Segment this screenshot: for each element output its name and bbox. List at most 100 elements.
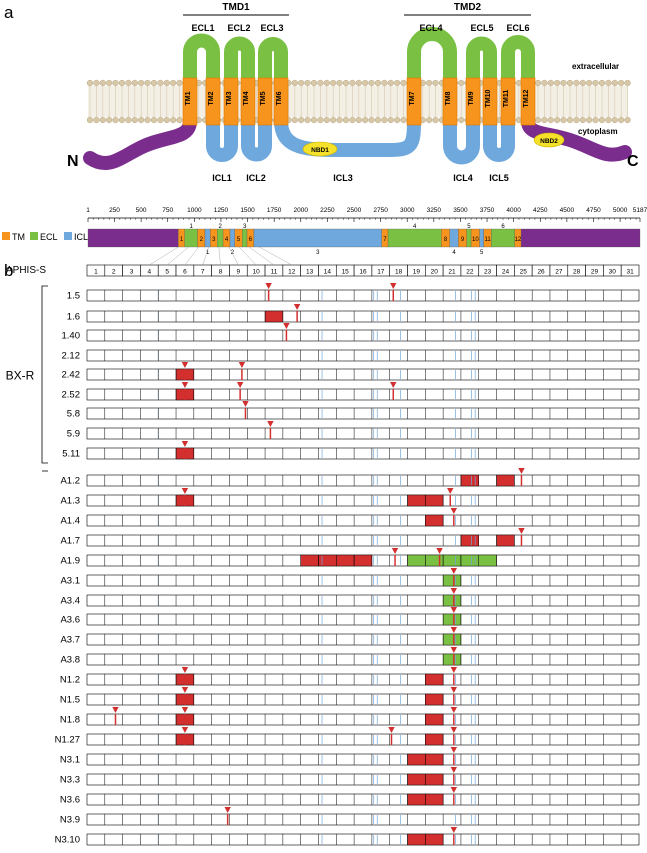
- c-terminus-label: C: [627, 153, 639, 170]
- lipid-head-inner: [566, 116, 574, 124]
- row-track: [86, 388, 640, 401]
- mutation-arrow: [450, 568, 458, 574]
- lipid-head-outer: [381, 79, 388, 87]
- legend-swatch: [30, 232, 38, 240]
- tm-helix-3: [223, 77, 239, 126]
- lipid-head-inner: [176, 116, 183, 124]
- mutation-arrow: [293, 304, 301, 310]
- mutation-arrow: [181, 441, 189, 447]
- segment-tm-label: 10: [472, 237, 479, 243]
- segment-tm-label: 3: [212, 237, 216, 243]
- segment-tm-label: 11: [484, 237, 491, 243]
- segment-icl-label: 5: [480, 250, 484, 256]
- connector-line: [149, 246, 179, 266]
- lipid-head-inner: [534, 116, 542, 124]
- row-label: N3.3: [60, 775, 80, 786]
- lipid-head-inner: [381, 116, 388, 124]
- lipid-head-outer: [566, 79, 574, 87]
- mutation-arrow: [181, 707, 189, 713]
- row-label: A1.3: [60, 496, 80, 507]
- tm-label: TM4: [243, 91, 250, 105]
- c-terminus: [521, 114, 632, 162]
- row-track: [86, 693, 640, 706]
- nbd2-domain: [533, 132, 565, 148]
- lipid-head-outer: [138, 79, 145, 87]
- lipid-head-outer: [330, 79, 337, 87]
- mutation-arrow: [242, 401, 249, 407]
- segment-ecl: [387, 228, 442, 248]
- segment-icl-label: 3: [316, 250, 320, 256]
- row-track: [86, 474, 640, 487]
- lipid-head-inner: [330, 116, 337, 124]
- mutation-arrow: [450, 687, 458, 693]
- axis-tick-label: 750: [162, 207, 173, 214]
- segment-icl: [449, 228, 459, 248]
- lipid-head-inner: [355, 116, 362, 124]
- exon-skip-red: [425, 713, 444, 726]
- exon-label: 2: [112, 269, 116, 276]
- ecl-label: ECL5: [470, 23, 493, 33]
- lipid-head-outer: [157, 79, 164, 87]
- row-label: A3.7: [60, 635, 80, 646]
- n-terminus: [83, 114, 197, 170]
- lipid-head-outer: [534, 79, 542, 87]
- row-label: 2.42: [62, 370, 81, 381]
- lipid-head-outer: [547, 79, 554, 87]
- exon-label: 23: [484, 269, 492, 276]
- exon-skip-red: [425, 773, 444, 786]
- mutation-arrow: [236, 382, 244, 388]
- lipid-head-outer: [310, 79, 318, 87]
- tm-helix-12: [520, 77, 536, 126]
- segment-icl: [229, 228, 235, 248]
- lipid-head-outer: [112, 79, 119, 87]
- axis-tick-label: 2000: [294, 207, 309, 214]
- mutation-arrow: [267, 421, 274, 427]
- exon-insert-green: [442, 594, 462, 607]
- row-track: [86, 407, 640, 420]
- segment-icl: [204, 228, 211, 248]
- row-track: [86, 329, 640, 342]
- lipid-head-outer: [176, 79, 183, 87]
- tm-label: TM6: [276, 91, 283, 105]
- ecl-loop-2: [224, 36, 255, 82]
- lipid-head-inner: [611, 116, 618, 124]
- row-label: N1.5: [60, 695, 80, 706]
- row-label: A1.7: [60, 536, 80, 547]
- segment-term: [87, 228, 179, 248]
- mutation-arrow: [450, 827, 458, 833]
- tm-label: TM10: [485, 89, 492, 107]
- axis-tick-label: 1750: [267, 207, 282, 214]
- exon-skip-red: [318, 554, 337, 567]
- axis-tick-label: 1250: [214, 207, 229, 214]
- axis-tick-label: 4000: [506, 207, 521, 214]
- segment-tm-label: 6: [249, 237, 253, 243]
- exon-insert-green: [442, 574, 462, 587]
- lipid-head-outer: [560, 79, 567, 87]
- exon-label: 16: [359, 269, 367, 276]
- row-track: [86, 813, 640, 826]
- tm-helix-11: [500, 77, 516, 126]
- exon-label: 7: [201, 269, 205, 276]
- groups: BX-RF1: [6, 0, 48, 472]
- segment-tm-label: 7: [383, 237, 387, 243]
- lipid-head-outer: [118, 79, 126, 87]
- legend-label: ECL: [40, 232, 58, 242]
- row-track: [86, 673, 640, 686]
- row-track: [86, 773, 640, 786]
- lipid-head-inner: [157, 116, 164, 124]
- axis-tick-label: 4750: [586, 207, 601, 214]
- segment-ecl-label: 3: [243, 224, 247, 230]
- row-label: 1.6: [67, 312, 80, 323]
- mutation-arrow: [390, 382, 397, 388]
- connector-line: [202, 246, 209, 266]
- connector-line: [167, 246, 189, 266]
- segment-ecl: [217, 228, 224, 248]
- lipid-head-outer: [163, 79, 170, 87]
- lipid-head-inner: [170, 116, 177, 124]
- connector-line: [218, 246, 221, 266]
- lipid-head-outer: [93, 79, 100, 87]
- exon-insert-green: [442, 633, 462, 646]
- mutation-arrow: [518, 528, 525, 534]
